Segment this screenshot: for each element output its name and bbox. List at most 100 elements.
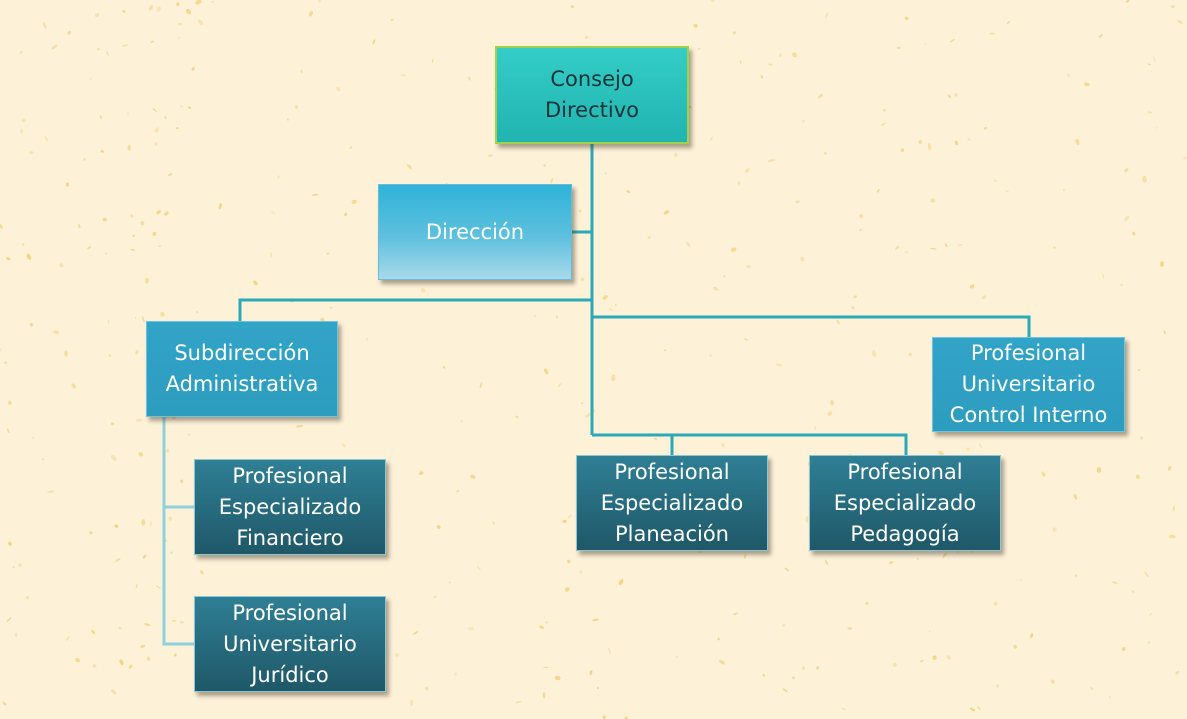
speckle [1124,168,1129,173]
speckle [836,319,840,325]
speckle [418,471,424,476]
speckle [618,579,624,586]
speckle [779,53,782,58]
speckle [1067,73,1070,78]
node-financiero-label: Profesional Especializado Financiero [218,463,362,550]
speckle [883,109,886,112]
node-consejo-directivo-label: Consejo Directivo [545,67,639,122]
speckle [1111,581,1118,584]
speckle [1172,505,1176,512]
speckle [1090,687,1094,690]
speckle [122,44,129,47]
speckle [545,621,548,624]
speckle [578,209,582,213]
speckle [932,655,937,660]
speckle [730,247,737,252]
speckle [187,433,191,436]
speckle [197,19,204,26]
speckle [996,684,999,688]
speckle [871,350,877,358]
speckle [859,229,862,231]
speckle [539,625,544,629]
speckle [956,550,960,554]
speckle [47,490,55,494]
speckle [7,428,10,434]
speckle [89,77,92,80]
speckle [564,587,570,592]
speckle [814,425,816,430]
speckle [904,251,908,254]
speckle [294,104,299,110]
speckle [366,338,368,341]
speckle [1052,246,1056,249]
speckle [929,247,937,250]
speckle [584,413,591,418]
speckle [15,632,17,638]
node-consejo-directivo: Consejo Directivo [495,46,689,144]
speckle [132,234,136,238]
speckle [195,0,202,5]
speckle [270,211,277,215]
node-subdireccion-administrativa: Subdirección Administrativa [146,321,338,417]
connector-control-interno [592,315,1031,337]
speckle [721,443,725,447]
speckle [608,308,614,312]
speckle [105,252,108,255]
speckle [44,135,49,142]
speckle [805,516,809,523]
speckle [792,52,797,58]
speckle [965,447,970,452]
speckle [2,701,7,706]
speckle [21,243,25,246]
speckle [156,585,161,589]
speckle [187,106,192,109]
speckle [954,93,958,97]
speckle [581,402,584,405]
speckle [140,644,146,648]
speckle [269,252,273,258]
speckle [164,211,169,216]
speckle [128,664,133,669]
speckle [1063,189,1065,192]
speckle [782,623,786,627]
speckle [647,236,651,239]
speckle [142,554,147,559]
speckle [596,686,600,690]
speckle [827,411,833,416]
speckle [737,181,740,185]
speckle [896,46,901,50]
speckle [29,151,34,155]
speckle [407,164,412,169]
speckle [674,152,678,158]
speckle [454,672,457,676]
speckle [154,142,158,146]
speckle [580,277,585,281]
node-control-interno: Profesional Universitario Control Intern… [932,337,1125,432]
speckle [542,692,546,699]
speckle [744,338,748,341]
speckle [110,454,117,461]
speckle [309,10,313,17]
speckle [927,143,932,150]
speckle [768,63,773,66]
speckle [326,252,330,255]
speckle [686,241,691,248]
speckle [579,570,583,575]
speckle [663,349,667,352]
speckle [135,418,143,422]
node-control-interno-label: Profesional Universitario Control Intern… [949,341,1108,427]
speckle [1142,175,1147,183]
speckle [1126,0,1130,3]
speckle [957,244,963,246]
speckle [602,295,608,300]
speckle [543,164,547,167]
speckle [1137,368,1140,372]
speckle [1050,679,1055,684]
speckle [1159,261,1165,267]
speckle [87,246,92,250]
speckle [148,4,154,11]
speckle [171,416,177,420]
speckle [135,583,138,589]
speckle [533,314,537,318]
speckle [179,105,184,108]
